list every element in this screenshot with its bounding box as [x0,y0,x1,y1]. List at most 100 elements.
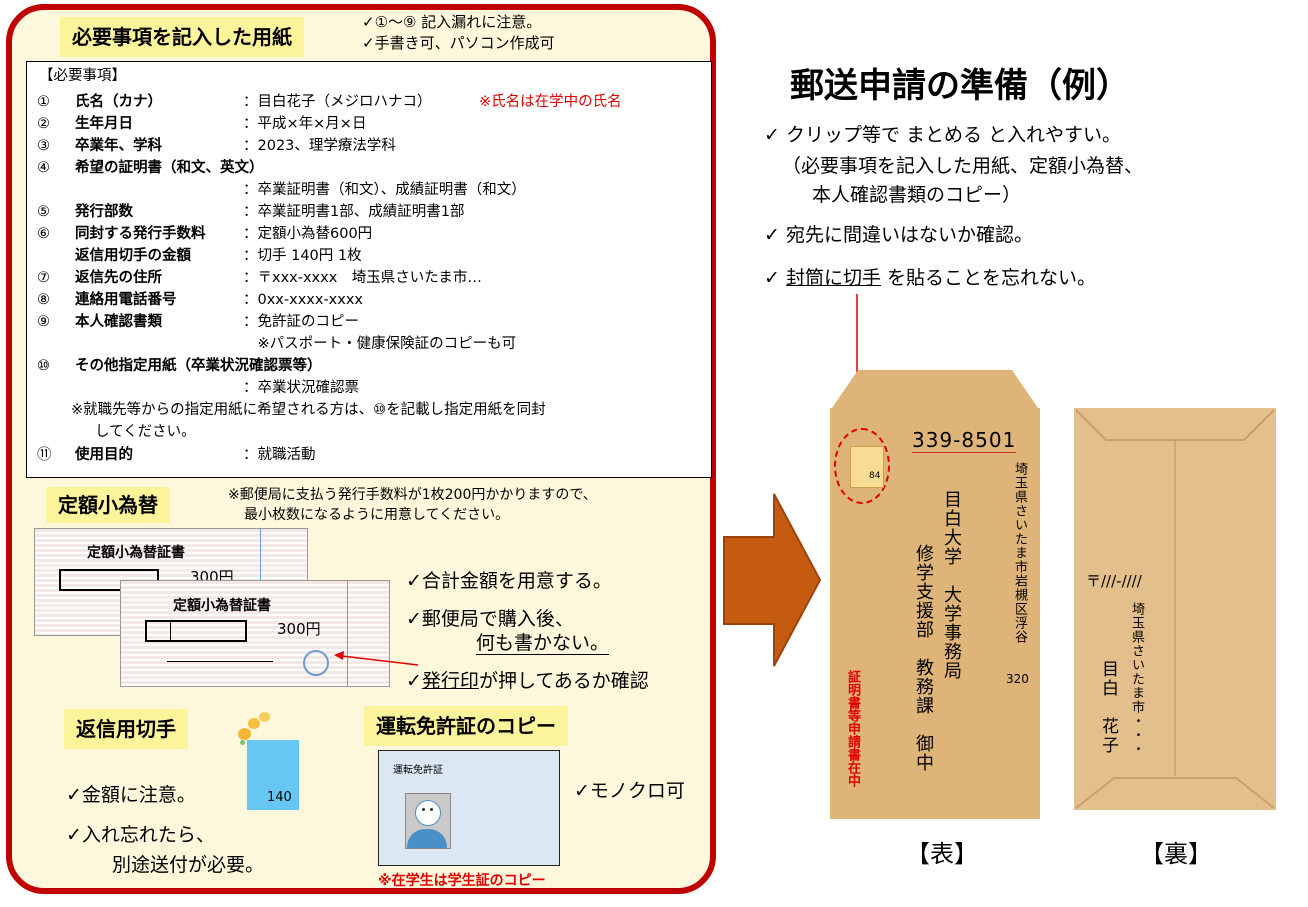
requirement-value: ：就職活動 [243,447,316,463]
requirement-note: ※氏名は在学中の氏名 [479,94,622,110]
requirement-label: その他指定用紙（卒業状況確認票等） [75,358,322,374]
form-heading: 必要事項を記入した用紙 [60,17,304,57]
back-label: 【裏】 [1140,840,1212,868]
requirement-value: ：定額小為替600円 [243,226,373,242]
sender-postal: 〒///-//// [1086,572,1142,590]
requirement-value: ：〒xxx-xxxx 埼玉県さいたま市… [243,270,482,286]
requirement-value: ※パスポート・健康保険証のコピーも可 [243,336,517,352]
right-line-3: 本人確認書類のコピー） [812,184,1022,206]
requirements-title: 【必要事項】 [39,68,126,84]
requirement-num: ⑥ [37,226,50,242]
money-order-note: ※郵便局に支払う発行手数料が1枚200円かかりますので、 最小枚数になるように用… [228,485,597,525]
form-note-2: ✓手書き可、パソコン作成可 [362,34,555,52]
requirement-label: 氏名（カナ） [75,94,162,110]
recipient-name-2: 修学支援部 教務課 御中 [913,544,934,772]
requirement-value: ：卒業証明書（和文）、成績証明書（和文） [243,182,526,198]
requirement-note-wrap: ※氏名は在学中の氏名 [479,92,622,112]
requirement-value: ：免許証のコピー [243,314,359,330]
license-check: ✓モノクロ可 [574,780,685,802]
envelope-front-flap [832,370,1038,408]
requirement-num: ⑩ [37,358,50,374]
issue-stamp-icon [303,650,329,676]
money-order-note-2: 最小枚数になるように用意してください。 [244,507,510,523]
front-label: 【表】 [906,840,978,868]
postal-code: 339-8501 [912,428,1017,453]
envelope-back-lines [1075,409,1275,809]
requirements-footnote-2: してください。 [95,424,196,440]
form-heading-notes: ✓①～⑨ 記入漏れに注意。 ✓手書き可、パソコン作成可 [362,12,555,54]
recipient-address: 埼玉県さいたま市岩槻区浮谷 [1012,462,1027,644]
check-text: を貼ることを忘れない。 [880,267,1097,289]
requirement-num: ⑨ [37,314,50,330]
requirement-label: 返信用切手の金額 [75,248,191,264]
check-text: が押してあるか確認 [478,670,649,692]
right-line-5: ✓ 封筒に切手 を貼ることを忘れない。 [764,263,1096,290]
requirement-num: ② [37,116,50,132]
requirements-box: 【必要事項】 ① 氏名（カナ） ：目白花子（メジロハナコ） ※氏名は在学中の氏名 ② 生年… [26,61,712,478]
envelope-stamp-value: 84 [869,471,881,481]
envelope-stamp: 84 [850,446,884,488]
money-order-check-4: ✓発行印が押してあるか確認 [406,666,649,693]
right-line-2: （必要事項を記入した用紙、定額小為替、 [782,155,1144,177]
form-note-1: ✓①～⑨ 記入漏れに注意。 [362,13,542,31]
license-heading: 運転免許証のコピー [364,706,568,746]
requirement-num: ⑧ [37,292,50,308]
requirement-num: ④ [37,160,50,176]
requirement-value: ：卒業証明書1部、成績証明書1部 [243,204,465,220]
face-icon [405,793,451,849]
recipient-address-number: 320 [1006,672,1029,686]
requirement-value: ：0xx-xxxx-xxxx [243,292,364,308]
right-line-1: ✓ クリップ等で まとめる と入れやすい。 [764,124,1122,146]
return-stamp-value: 140 [267,790,292,805]
requirement-num: ③ [37,138,50,154]
money-order-amount: 300円 [277,620,321,638]
big-arrow-icon [723,493,822,667]
money-order-note-1: ※郵便局に支払う発行手数料が1枚200円かかりますので、 [228,487,597,503]
money-order-check-3: 何も書かない。 [476,632,610,655]
money-order-card-title: 定額小為替証書 [173,598,271,614]
money-order-card-front: 定額小為替証書 300円 [120,580,390,687]
requirement-label: 卒業年、学科 [75,138,162,154]
requirement-value: ：平成×年×月×日 [243,116,367,132]
flower-icon [234,712,280,748]
signature-line [167,661,273,662]
check-mark: ✓ [406,670,422,692]
requirement-num: ① [37,94,50,110]
check-mark: ✓ [764,267,786,289]
money-order-heading: 定額小為替 [46,487,170,523]
stamp-heading: 返信用切手 [64,709,188,749]
stamp-check-2: ✓入れ忘れたら、 [66,824,215,846]
license-card: 運転免許証 [378,750,560,866]
money-order-amount-box [145,620,247,642]
right-line-4: ✓ 宛先に間違いはないか確認。 [764,224,1033,246]
requirement-num: ⑦ [37,270,50,286]
money-order-check-2: ✓郵便局で購入後、 [406,608,574,630]
license-card-label: 運転免許証 [393,765,443,776]
issue-stamp-word: 発行印 [421,670,479,692]
requirements-footnote-1: ※就職先等からの指定用紙に希望される方は、⑩を記載し指定用紙を同封 [71,402,546,418]
stamp-circle [834,428,890,504]
card-divider [347,581,348,686]
return-stamp: 140 [247,740,299,810]
sender-address: 埼玉県さいたま市・・・ [1129,602,1144,756]
issue-stamp-arrow [334,651,419,666]
sender-name: 目白 花子 [1098,660,1118,755]
requirement-label: 使用目的 [75,447,133,463]
requirement-label: 発行部数 [75,204,133,220]
enclosure-note: 証明書等申請書在中 [845,670,860,787]
requirement-value: ：切手 140円 1枚 [243,248,362,264]
stamp-on-envelope-text: 封筒に切手 [785,267,881,289]
requirement-label: 返信先の住所 [75,270,162,286]
requirement-label: 希望の証明書（和文、英文） [75,160,264,176]
requirement-value: ：目白花子（メジロハナコ） [243,94,432,110]
page-title: 郵送申請の準備（例） [790,66,1130,106]
requirement-label: 本人確認書類 [75,314,162,330]
stamp-check-1: ✓金額に注意。 [66,784,196,806]
money-order-card-title: 定額小為替証書 [87,545,185,561]
recipient-name-1: 目白大学 大学事務局 [941,490,962,680]
requirement-label: 生年月日 [75,116,133,132]
requirement-num: ⑤ [37,204,50,220]
stamp-check-3: 別途送付が必要。 [112,854,265,876]
requirement-label: 連絡用電話番号 [75,292,177,308]
requirement-value: ：2023、理学療法学科 [243,138,396,154]
